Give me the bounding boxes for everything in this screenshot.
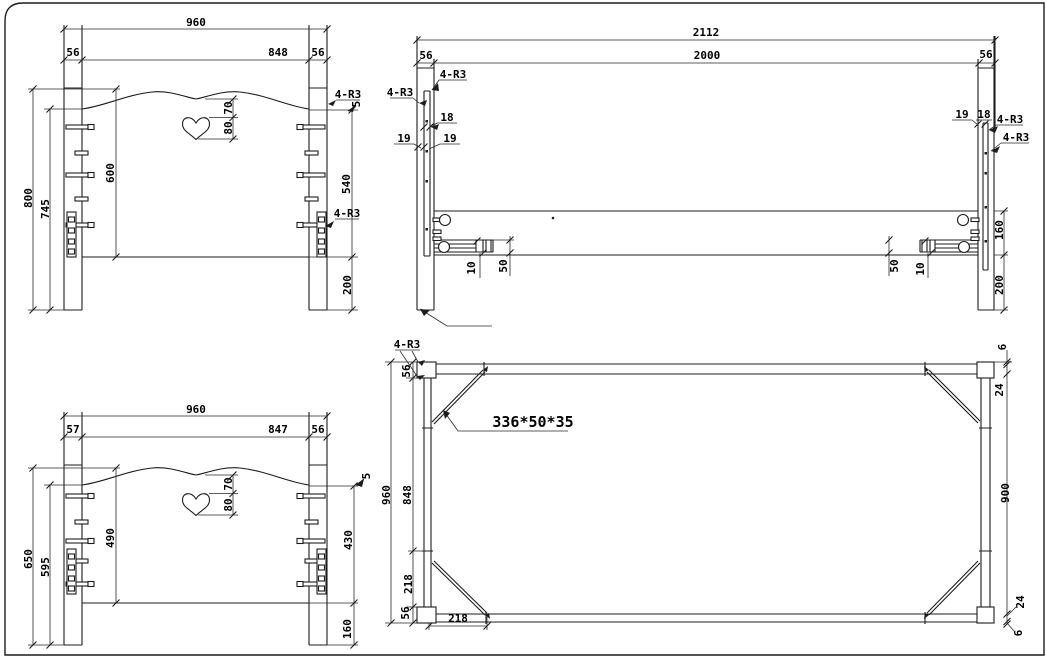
dim-side-post-left: 56 [419,49,433,62]
note-side-panel-radius-right-top: 4-R3 [997,113,1024,126]
dim-plan-post-top: 56 [400,364,413,378]
dim-headboard-side-height: 540 [340,174,353,194]
dim-side-panel-thickness-left: 18 [440,111,453,124]
dim-headboard-panel-height: 600 [104,163,117,183]
dim-plan-brace-offset-end: 218 [448,612,468,625]
dim-side-gap-left-inner: 19 [443,132,456,145]
dim-plan-post-bottom: 56 [399,606,412,620]
dim-side-bracket-height-right: 50 [888,259,901,272]
dim-plan-rail-inset-bottom: 24 [1014,595,1027,609]
dim-headboard-inner-width: 848 [268,46,288,59]
dim-footboard-post-right: 56 [311,423,325,436]
corner-braces [431,369,981,616]
cam-fittings [432,213,980,254]
headboard-top-curve [81,91,310,110]
note-headboard-corner-radius: 4-R3 [335,88,362,101]
dim-plan-inner-length-side: 900 [999,483,1012,503]
dim-footboard-post-left: 57 [66,423,79,436]
note-headboard-bracket-radius: 4-R3 [334,207,361,220]
dim-footboard-heart-offset: 70 [222,477,235,490]
dim-side-gap-left-outer: 19 [397,132,410,145]
dim-headboard-mid-height: 745 [39,199,52,219]
footboard-left-post-fittings [65,492,95,595]
dim-footboard-mid-height: 595 [39,557,52,577]
bed-plan-view: 4-R3 336*50*35 960 848 56 218 56 218 6 2… [380,338,1027,636]
dim-side-inner-length: 2000 [694,49,721,62]
dim-plan-inner-width: 848 [401,485,414,505]
footboard-top-curve [81,467,310,486]
dim-headboard-leg-height: 200 [341,275,354,295]
panel-dowel-marks [425,120,987,243]
dim-side-leg-height: 200 [993,275,1006,295]
note-side-panel-radius-right-bottom: 4-R3 [1003,131,1030,144]
heart-cutout [181,117,211,141]
footboard-right-post-fittings [296,492,327,595]
dim-side-bracket-gap-left: 10 [465,261,478,274]
heart-cutout-footboard [181,493,211,517]
dim-footboard-leg-height: 160 [341,619,354,639]
dim-footboard-heart-height: 80 [222,498,235,511]
dim-side-bracket-height-left: 50 [497,259,510,272]
dim-plan-overall-width: 960 [380,485,393,505]
rail-bracket-right [919,239,978,253]
note-side-panel-radius-left: 4-R3 [440,68,467,81]
dim-headboard-edge-step: 5 [350,101,363,108]
dim-headboard-overall-width: 960 [186,16,206,29]
dim-side-rail-height: 160 [993,220,1006,240]
rail-bracket-left [434,239,494,253]
dim-footboard-overall-height: 650 [22,549,35,569]
dim-plan-brace-offset-side: 218 [402,574,415,594]
dim-side-bracket-gap-right: 10 [914,262,927,275]
headboard-front-view: 960 848 56 56 800 745 600 540 200 70 80 … [22,16,363,314]
label-plan-brace-size: 336*50*35 [492,413,573,431]
dim-headboard-post-right: 56 [311,46,325,59]
dim-side-overall-length: 2112 [693,26,720,39]
dim-side-gap-right: 19 [955,108,968,121]
dim-footboard-inner-width: 847 [268,423,288,436]
footboard-front-view: 960 847 57 56 650 595 490 430 160 70 80 … [22,403,373,649]
dim-footboard-side-height: 430 [342,530,355,550]
dim-side-panel-thickness-right: 18 [977,108,990,121]
dim-plan-edge-gap-bottom: 6 [1012,629,1025,636]
dim-headboard-post-left: 56 [66,46,80,59]
headboard-left-post-fittings [65,123,95,258]
dim-headboard-heart-offset: 70 [222,101,235,114]
corner-posts [416,361,995,624]
dim-headboard-overall-height: 800 [22,188,35,208]
note-side-post-radius-left: 4-R3 [387,86,414,99]
headboard-right-post-fittings [296,123,327,258]
dim-plan-rail-inset-top: 24 [993,383,1006,397]
dim-footboard-overall-width: 960 [186,403,206,416]
dim-footboard-panel-height: 490 [104,528,117,548]
dim-footboard-edge-step: 5 [360,473,373,480]
dim-plan-edge-gap-top: 6 [996,343,1009,350]
dim-side-post-right: 56 [979,48,993,61]
dim-headboard-heart-height: 80 [222,121,235,134]
sheet-border [4,2,1045,656]
note-plan-corner-radius: 4-R3 [394,338,421,351]
bed-side-view: 2112 2000 56 56 4-R3 4-R3 18 19 19 19 18… [387,26,1030,327]
